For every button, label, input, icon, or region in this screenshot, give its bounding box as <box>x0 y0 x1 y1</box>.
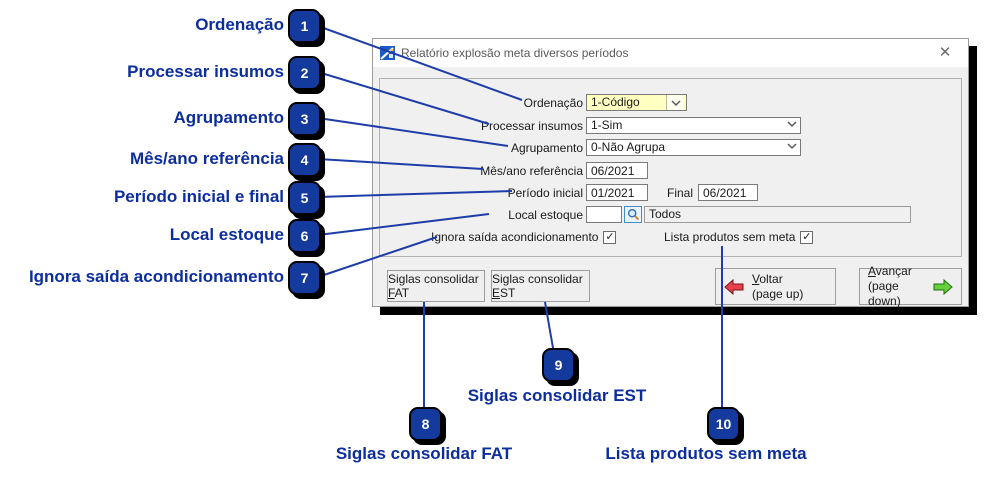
chevron-down-icon <box>786 118 798 134</box>
callout-label-siglas-fat: Siglas consolidar FAT <box>335 444 513 463</box>
title-bar[interactable]: Relatório explosão meta diversos período… <box>373 39 968 67</box>
siglas-consolidar-fat-button[interactable]: Siglas consolidar FAT <box>387 270 485 302</box>
search-icon <box>627 208 639 221</box>
callout-label-siglas-est: Siglas consolidar EST <box>467 386 647 405</box>
periodo-inicial-label: Período inicial <box>507 186 583 200</box>
lista-produtos-label: Lista produtos sem meta <box>664 230 796 244</box>
callout-badge-8: 8 <box>409 407 442 441</box>
callout-label-mes-ano: Mês/ano referência <box>129 149 284 168</box>
siglas-consolidar-est-button[interactable]: Siglas consolidar EST <box>491 270 590 302</box>
mes-ano-referencia-input[interactable] <box>586 162 648 179</box>
ignora-saida-group: Ignora saída acondicionamento ✓ <box>431 229 617 245</box>
callout-badge-5: 5 <box>288 181 321 215</box>
mes-ano-referencia-label: Mês/ano referência <box>480 164 583 178</box>
callout-badge-3: 3 <box>288 102 321 136</box>
local-estoque-code-input[interactable] <box>586 206 622 223</box>
close-icon[interactable]: ✕ <box>938 44 952 61</box>
lista-produtos-group: Lista produtos sem meta ✓ <box>664 229 814 245</box>
app-icon <box>380 45 395 60</box>
agrupamento-select[interactable]: 0-Não Agrupa <box>586 139 801 156</box>
ordenacao-value: 1-Código <box>591 95 640 109</box>
window-title: Relatório explosão meta diversos período… <box>401 46 629 60</box>
processar-insumos-select[interactable]: 1-Sim <box>586 117 801 134</box>
local-estoque-label: Local estoque <box>508 208 583 222</box>
callout-label-processar: Processar insumos <box>127 62 284 81</box>
callout-badge-6: 6 <box>288 219 321 253</box>
dialog-relatorio-explosao: Relatório explosão meta diversos período… <box>372 38 969 308</box>
callout-label-agrupamento: Agrupamento <box>173 108 285 127</box>
callout-label-local: Local estoque <box>169 225 284 244</box>
ordenacao-select[interactable]: 1-Código <box>586 94 687 111</box>
processar-insumos-value: 1-Sim <box>591 118 623 132</box>
callout-label-periodo: Período inicial e final <box>113 187 284 206</box>
red-left-arrow-icon <box>724 278 744 295</box>
agrupamento-label: Agrupamento <box>510 141 583 155</box>
callout-badge-10: 10 <box>707 407 740 441</box>
chevron-down-icon <box>786 140 798 156</box>
lista-produtos-checkbox[interactable]: ✓ <box>800 230 814 244</box>
avancar-button[interactable]: Avançar (page down) <box>859 264 962 308</box>
callout-badge-7: 7 <box>288 261 321 295</box>
callout-label-ordenacao: Ordenação <box>195 15 284 34</box>
periodo-final-label: Final <box>666 186 693 200</box>
callout-badge-9: 9 <box>542 348 575 382</box>
callout-label-ignora: Ignora saída acondicionamento <box>28 267 284 286</box>
periodo-inicial-input[interactable] <box>586 184 648 201</box>
ignora-saida-checkbox[interactable]: ✓ <box>603 230 617 244</box>
ordenacao-label: Ordenação <box>523 96 583 110</box>
ignora-saida-label: Ignora saída acondicionamento <box>431 230 599 244</box>
callout-badge-2: 2 <box>288 56 321 90</box>
voltar-button[interactable]: Voltar (page up) <box>715 268 836 305</box>
local-estoque-description: Todos <box>644 206 911 223</box>
agrupamento-value: 0-Não Agrupa <box>591 140 666 154</box>
periodo-final-input[interactable] <box>698 184 758 201</box>
processar-insumos-label: Processar insumos <box>480 119 583 133</box>
chevron-down-icon <box>666 95 684 110</box>
callout-badge-4: 4 <box>288 143 321 177</box>
local-estoque-search-button[interactable] <box>624 206 642 223</box>
callout-badge-1: 1 <box>288 9 321 43</box>
green-right-arrow-icon <box>933 278 953 295</box>
callout-label-lista-prod: Lista produtos sem meta <box>605 444 807 463</box>
